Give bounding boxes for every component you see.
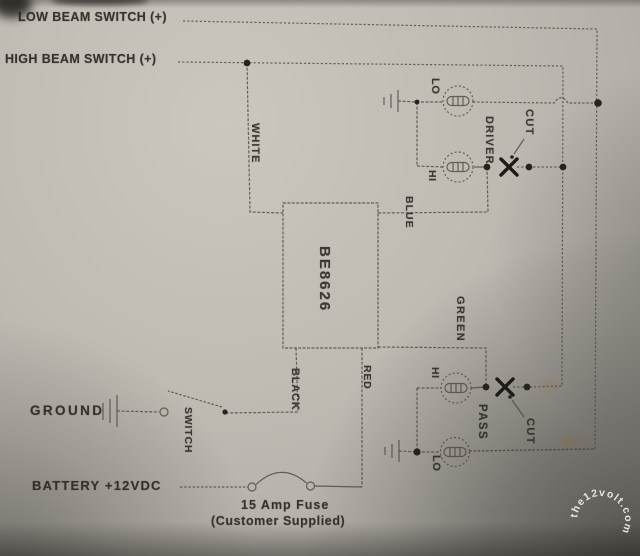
black-wire [226,347,299,414]
driver-hi-bulb [442,151,474,183]
green-wire [377,346,487,387]
driver-lo-bulb [442,85,474,117]
module-label: BE8626 [316,246,333,313]
white-wire-label: WHITE [249,123,261,164]
switch-pivot-terminal [159,407,169,417]
driver-ground-symbol [383,90,399,112]
watermark-text: the12volt.com [568,487,633,536]
pass-ground-symbol [384,440,400,462]
fuse-terminal-right [305,481,316,491]
red-wire-label: RED [361,365,373,390]
low-beam-feed-wire [182,20,598,452]
driver-hi-left-lead [416,165,444,168]
pass-hi-bulb [440,372,472,404]
battery-label: BATTERY +12VDC [32,478,162,493]
white-wire [246,62,284,214]
switch-blade [167,390,223,408]
driver-lo-label: LO [429,78,441,95]
low-beam-switch-label: LOW BEAM SWITCH (+) [18,10,167,24]
green-wire-label: GREEN [454,296,466,343]
pass-lo-left-lead [398,450,441,453]
cut-pointer-driver [513,138,525,155]
cut-label-driver: CUT [523,109,535,136]
junction-dots [222,59,602,456]
black-wire-label: BLACK [289,368,301,411]
switch-label: SWITCH [182,407,194,454]
pass-hi-label: HI [429,367,441,379]
pass-lo-label: LO [430,455,442,472]
pass-side-label: PASS [476,404,488,441]
fuse-label-line1: 15 Amp Fuse [241,498,330,512]
ground-label: GROUND [30,403,105,418]
cut-pointer-pass [511,399,525,418]
fuse-label-line2: (Customer Supplied) [211,514,346,528]
watermark: the12volt.com [568,487,634,536]
fuse-terminal-left [247,482,257,492]
fuse-output-wire [314,485,363,488]
cut-x-pass [495,377,515,397]
be8626-module-box [282,202,379,349]
high-beam-switch-label: HIGH BEAM SWITCH (+) [5,52,157,66]
svg-text:the12volt.com: the12volt.com [568,487,634,536]
ground-lead-wire [116,410,160,413]
driver-side-label: DRIVER [483,116,495,165]
pass-lo-bulb [439,436,471,468]
chassis-ground-symbol [102,395,118,427]
blue-wire-label: BLUE [403,196,415,229]
driver-hi-label: HI [426,170,438,182]
cut-x-driver [499,157,519,177]
high-beam-feed-wire [177,61,564,388]
cut-label-pass: CUT [524,418,536,445]
blue-wire [377,167,489,214]
driver-lo-left-lead [397,100,443,103]
driver-lo-output-wire [472,97,595,104]
pass-lo-output-wire [469,448,596,452]
fuse-element [255,471,307,485]
